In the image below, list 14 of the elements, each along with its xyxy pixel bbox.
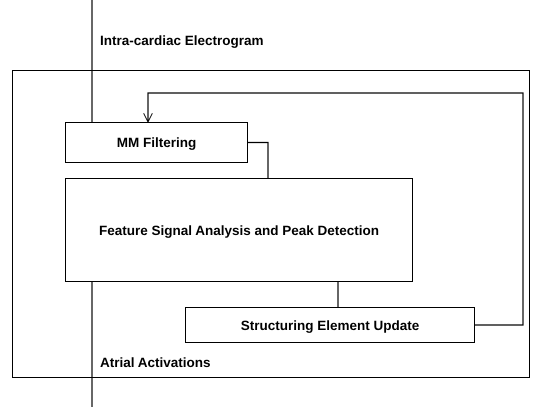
arrow (143, 92, 524, 326)
box-label: Feature Signal Analysis and Peak Detection (98, 222, 380, 238)
connector-line (91, 0, 93, 122)
process-box (185, 307, 475, 343)
process-box (65, 122, 248, 163)
system-frame (12, 70, 530, 378)
process-box (65, 178, 413, 282)
box-label: Structuring Element Update (240, 318, 420, 332)
connector-line (248, 142, 269, 178)
box-label: MM Filtering (116, 135, 196, 150)
signal-label: Atrial Activations (100, 355, 211, 370)
connector-line (337, 282, 339, 307)
connector-line (91, 282, 93, 407)
signal-label: Intra-cardiac Electrogram (100, 33, 264, 48)
